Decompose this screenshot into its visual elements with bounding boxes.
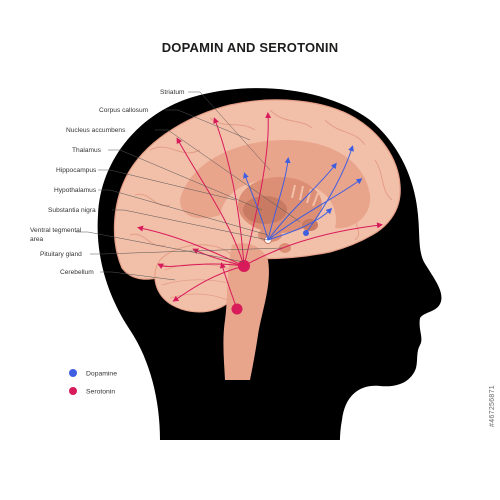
label-hypothalamus: Hypothalamus xyxy=(54,187,97,194)
serotonin-pathways xyxy=(137,112,383,310)
legend-serotonin-swatch xyxy=(69,387,77,395)
leader-lines xyxy=(76,91,301,281)
label-cerebellum: Cerebellum xyxy=(60,269,94,276)
legend-serotonin-label: Serotonin xyxy=(86,389,115,396)
label-striatum: Striatum xyxy=(160,89,185,96)
label-nucleus-accumbens: Nucleus accumbens xyxy=(66,127,126,134)
label-corpus-callosum: Corpus callosum xyxy=(99,107,149,114)
label-hippocampus: Hippocampus xyxy=(56,167,97,174)
diagram-title: DOPAMIN AND SEROTONIN xyxy=(161,40,339,55)
thalamus-shape xyxy=(243,196,287,224)
legend-dopamine-swatch xyxy=(69,369,77,377)
dopamine-pathways xyxy=(243,145,363,241)
label-vta-line1: Ventral tegmental xyxy=(30,227,82,234)
label-pituitary-gland: Pituitary gland xyxy=(40,251,82,258)
label-vta-line2: area xyxy=(30,236,44,243)
brainstem xyxy=(223,243,269,380)
label-substantia-nigra: Substantia nigra xyxy=(48,207,96,214)
label-thalamus: Thalamus xyxy=(72,147,102,154)
corpus-callosum xyxy=(180,140,371,229)
stock-id: #467256871 xyxy=(489,385,496,427)
legend-dopamine-label: Dopamine xyxy=(86,371,117,378)
pituitary-shape xyxy=(279,243,291,253)
striatum-stripes xyxy=(291,184,319,207)
hypothalamus-shape xyxy=(258,228,282,242)
